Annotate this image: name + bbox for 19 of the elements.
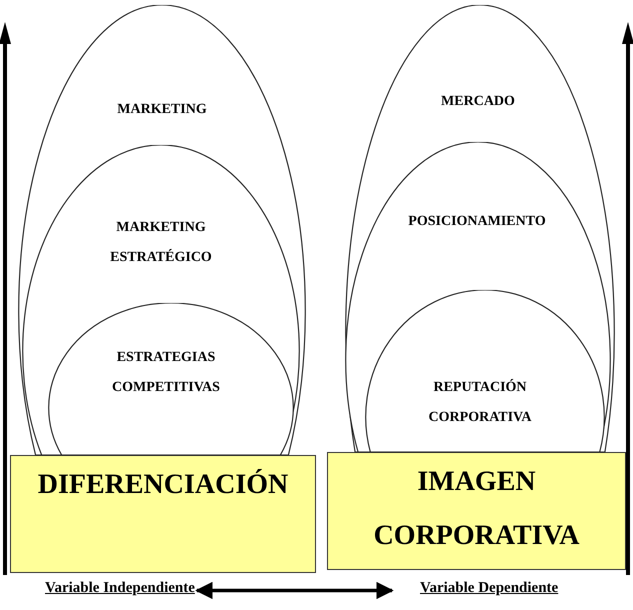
oval-region <box>18 5 306 455</box>
oval-region <box>365 290 605 452</box>
oval-label: REPUTACIÓN CORPORATIVA <box>428 378 532 427</box>
variable-label: Variable Independiente <box>45 580 195 597</box>
double-arrow <box>195 582 394 600</box>
concept-label: IMAGEN CORPORATIVA <box>372 465 580 553</box>
oval-label: MARKETING <box>116 101 208 119</box>
concept-box <box>10 455 316 573</box>
oval-label: MERCADO <box>440 93 516 111</box>
concept-label: DIFERENCIACIÓN <box>36 468 290 502</box>
variable-label: Variable Dependiente <box>420 580 558 597</box>
oval-label: MARKETING ESTRATÉGICO <box>109 219 213 267</box>
oval-region <box>345 142 611 452</box>
oval-label: ESTRATEGIAS COMPETITIVAS <box>111 349 221 397</box>
oval-region <box>345 5 615 452</box>
oval-label: POSICIONAMIENTO <box>407 213 547 231</box>
concept-box <box>327 452 626 570</box>
oval-region <box>48 303 294 455</box>
oval-region <box>22 145 300 455</box>
